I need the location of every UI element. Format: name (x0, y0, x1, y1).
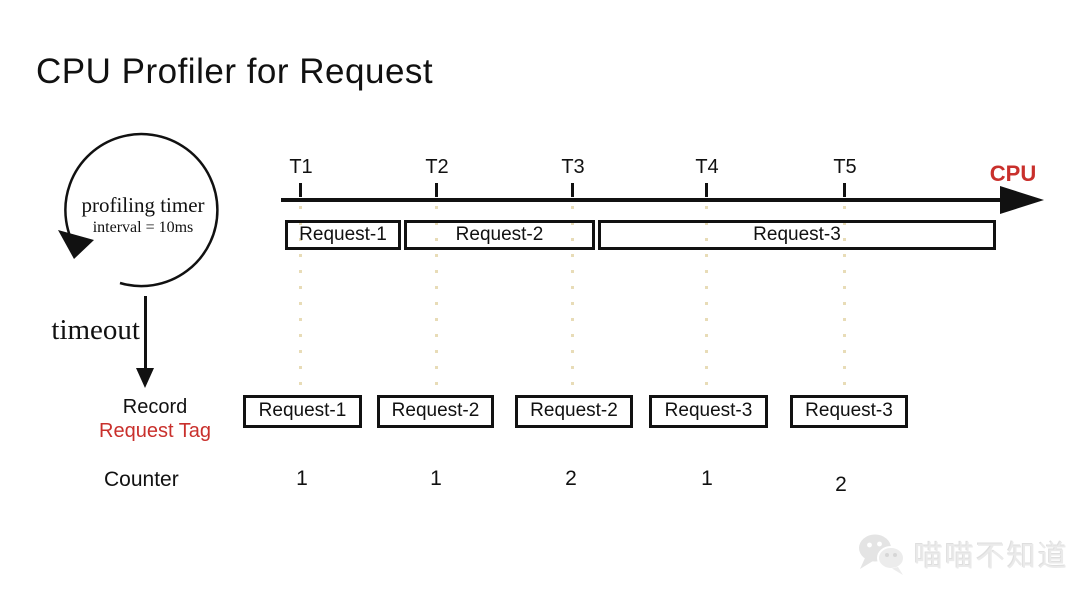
tick-label-t4: T4 (695, 156, 719, 178)
profiling-timer-cycle-icon (58, 132, 219, 288)
tick-t5 (843, 183, 846, 197)
cpu-timeline-axis (281, 198, 1003, 202)
record-box-2: Request-2 (377, 395, 494, 428)
record-box-5: Request-3 (790, 395, 908, 428)
timeline-segment-request-1: Request-1 (285, 220, 401, 250)
cpu-timeline-arrow-icon (1000, 186, 1044, 214)
timer-interval-label: interval = 10ms (92, 219, 194, 236)
counter-value-2: 1 (430, 467, 442, 490)
page-title: CPU Profiler for Request (36, 52, 434, 91)
guide-dotted-line-t2 (435, 206, 438, 395)
cpu-axis-label: CPU (989, 161, 1037, 186)
counter-value-4: 1 (701, 467, 713, 490)
request-tag-caption: Request Tag (99, 420, 211, 442)
tick-t2 (435, 183, 438, 197)
tick-label-t3: T3 (561, 156, 585, 178)
guide-dotted-line-t5 (843, 206, 846, 395)
guide-dotted-line-t3 (571, 206, 574, 395)
counter-value-5: 2 (835, 473, 847, 496)
tick-t3 (571, 183, 574, 197)
timeline-segment-request-3: Request-3 (598, 220, 996, 250)
watermark: 喵喵不知道 (856, 531, 1069, 577)
record-box-3: Request-2 (515, 395, 633, 428)
counter-value-1: 1 (296, 467, 308, 490)
record-box-1: Request-1 (243, 395, 362, 428)
guide-dotted-line-t1 (299, 206, 302, 395)
timeout-label: timeout (51, 314, 140, 346)
tick-label-t5: T5 (833, 156, 857, 178)
tick-label-t2: T2 (425, 156, 449, 178)
timeout-arrow-head-icon (136, 368, 154, 388)
guide-dotted-line-t4 (705, 206, 708, 395)
timeline-segment-request-2: Request-2 (404, 220, 595, 250)
watermark-text: 喵喵不知道 (914, 541, 1070, 573)
record-box-4: Request-3 (649, 395, 768, 428)
profiling-timer-label: profiling timer (81, 193, 205, 217)
tick-t4 (705, 183, 708, 197)
tick-label-t1: T1 (289, 156, 313, 178)
counter-value-3: 2 (565, 467, 577, 490)
record-caption: Record (122, 396, 188, 418)
timeout-arrow-line (144, 296, 147, 370)
counter-caption: Counter (104, 468, 179, 491)
wechat-bubbles-icon (859, 534, 905, 575)
tick-t1 (299, 183, 302, 197)
